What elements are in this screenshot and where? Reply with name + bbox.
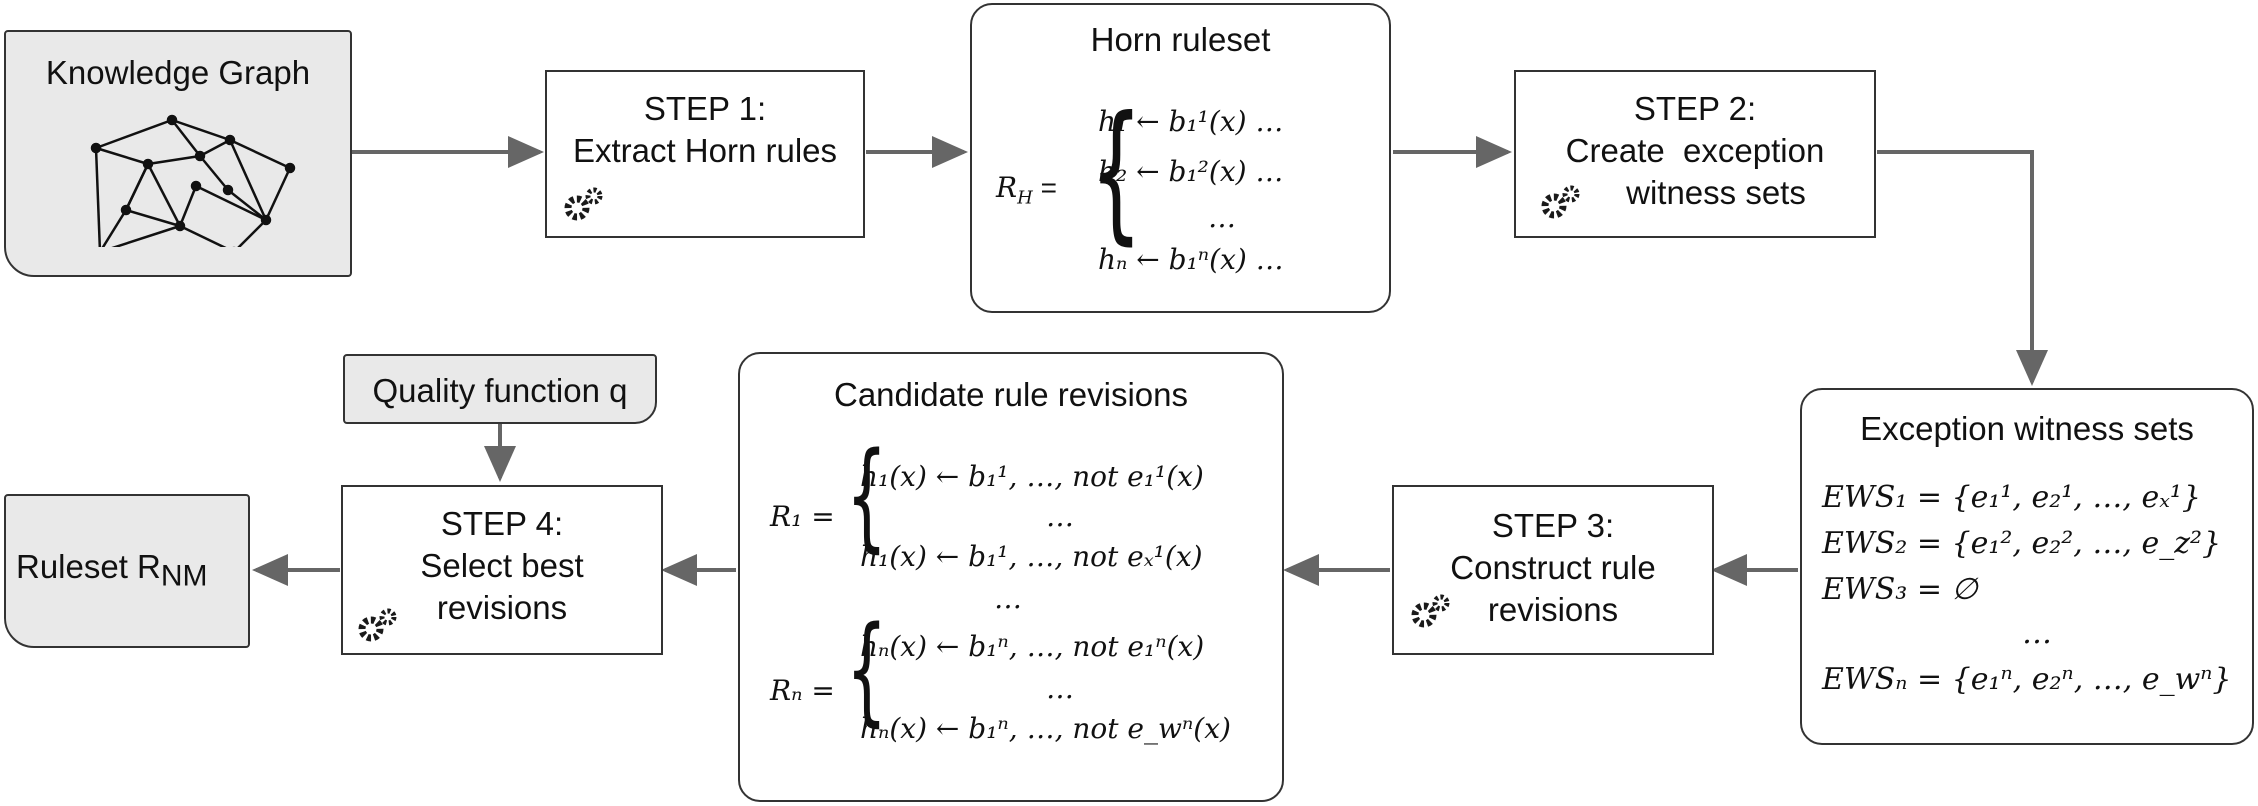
knowledge-graph-title: Knowledge Graph: [45, 54, 311, 91]
step2-box: STEP 2: Create exception witness sets: [1514, 70, 1876, 238]
candidates-title: Candidate rule revisions: [833, 376, 1189, 413]
step4-description-1: Select best: [420, 547, 584, 584]
gear-icon: [358, 608, 397, 642]
candidates-r1-label: R₁ =: [770, 500, 835, 533]
candidates-rn-row-1: hₙ(x) ← b₁ⁿ, …, not e₁ⁿ(x): [860, 630, 1205, 663]
step4-box: STEP 4: Select best revisions: [341, 485, 663, 655]
quality-function-label: Quality function q: [372, 372, 628, 409]
step1-title: STEP 1:: [643, 90, 767, 127]
horn-lhs-subscript: H: [1017, 187, 1033, 209]
candidates-r1-row-1: h₁(x) ← b₁¹, …, not e₁¹(x): [860, 460, 1204, 493]
horn-rule-ellipsis: …: [1208, 201, 1236, 234]
step3-description-2: revisions: [1487, 591, 1619, 628]
candidates-rn-brace: {: [846, 600, 888, 738]
step2-title: STEP 2:: [1633, 90, 1757, 127]
step4-description-2: revisions: [436, 589, 568, 626]
candidates-rn-row-2: …: [1046, 672, 1074, 705]
step3-description-1: Construct rule: [1450, 549, 1656, 586]
horn-ruleset-lhs: RH =: [996, 171, 1057, 209]
horn-ruleset-box: Horn ruleset RH = { h₁ ← b₁¹(x) … h₂ ← b…: [970, 3, 1391, 313]
candidates-r1-row-3: h₁(x) ← b₁¹, …, not eₓ¹(x): [860, 540, 1203, 573]
candidates-rn-row-3: hₙ(x) ← b₁ⁿ, …, not e_wⁿ(x): [860, 712, 1231, 745]
exception-witness-sets-box: Exception witness sets EWS₁ = {e₁¹, e₂¹,…: [1800, 388, 2254, 745]
horn-brace: {: [1090, 85, 1143, 259]
step3-box: STEP 3: Construct rule revisions: [1392, 485, 1714, 655]
horn-ruleset-title: Horn ruleset: [1090, 21, 1271, 58]
ruleset-rnm-box: Ruleset RNM: [4, 494, 250, 648]
ruleset-label-text: Ruleset R: [16, 548, 161, 585]
gear-icon: [1411, 594, 1450, 628]
ews-row-ellipsis: …: [2022, 616, 2052, 651]
ews-row-3: EWS₃ = ∅: [1822, 572, 1978, 607]
step2-description-1: Create exception: [1565, 132, 1825, 169]
horn-rule-1: h₁ ← b₁¹(x) …: [1098, 105, 1284, 138]
step2-description-2: witness sets: [1626, 174, 1806, 211]
candidates-r1-row-2: …: [1046, 500, 1074, 533]
quality-function-box: Quality function q: [343, 354, 657, 424]
horn-rule-2: h₂ ← b₁²(x) …: [1098, 155, 1284, 188]
ews-title: Exception witness sets: [1860, 410, 2194, 447]
candidates-middle-ellipsis: …: [994, 582, 1022, 615]
ews-row-1: EWS₁ = {e₁¹, e₂¹, …, eₓ¹}: [1822, 480, 2201, 515]
knowledge-graph-box: Knowledge Graph: [4, 30, 352, 277]
horn-rule-n: hₙ ← b₁ⁿ(x) …: [1098, 243, 1284, 276]
step3-title: STEP 3:: [1491, 507, 1615, 544]
candidates-r1-brace: {: [846, 426, 888, 564]
gear-icon: [1541, 185, 1580, 219]
ews-row-n: EWSₙ = {e₁ⁿ, e₂ⁿ, …, e_wⁿ}: [1822, 662, 2232, 697]
ruleset-label-subscript: NM: [160, 559, 208, 593]
step1-description: Extract Horn rules: [572, 132, 838, 169]
ruleset-rnm-label: Ruleset RNM: [16, 546, 246, 595]
ews-row-2: EWS₂ = {e₁², e₂², …, e_z²}: [1822, 526, 2222, 561]
horn-lhs-symbol: R: [996, 171, 1018, 204]
gear-icon: [564, 187, 603, 221]
step4-title: STEP 4:: [440, 505, 564, 542]
candidates-rn-label: Rₙ =: [770, 674, 835, 707]
knowledge-graph-icon: [90, 114, 296, 247]
step1-box: STEP 1: Extract Horn rules: [545, 70, 865, 238]
arrow-step2-to-ews: [1877, 150, 2048, 386]
candidate-rule-revisions-box: Candidate rule revisions R₁ = { h₁(x) ← …: [738, 352, 1284, 802]
